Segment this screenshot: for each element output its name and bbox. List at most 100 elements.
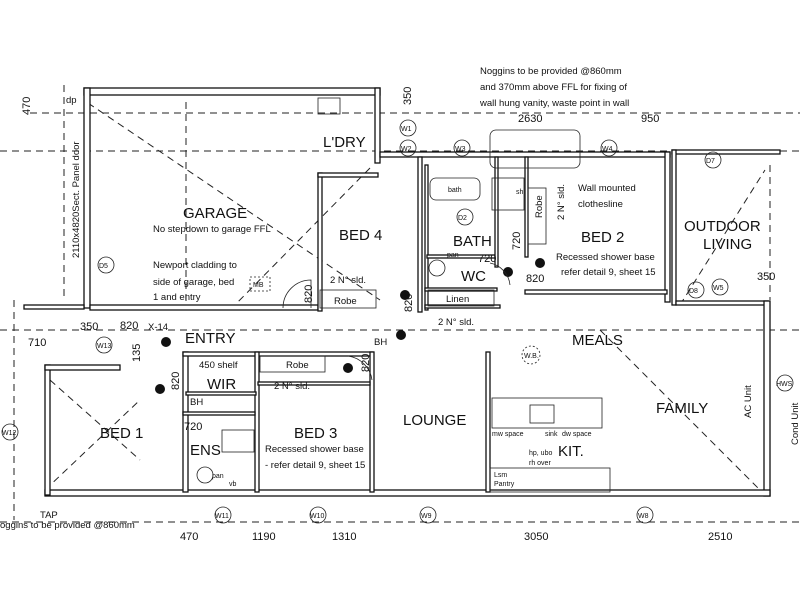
marker-circle: W4 [600, 139, 618, 157]
svg-text:W2: W2 [401, 146, 412, 153]
label-bath: bath [448, 187, 462, 194]
label-bh: BH [374, 337, 387, 348]
label-robe: Robe [334, 296, 357, 307]
dim-door: 820 [170, 372, 182, 390]
note-noggins: Noggins to be provided @860mm [480, 66, 622, 77]
label-mw-space: mw space [492, 431, 524, 438]
label-pantry: Pantry [494, 481, 515, 488]
note-cladding: Newport cladding to [153, 260, 237, 271]
note-cladding: side of garage, bed [153, 277, 234, 288]
marker-circle: W10 [309, 506, 327, 524]
note-cladding: 1 and entry [153, 292, 201, 303]
note-clothesline: clothesline [578, 199, 623, 210]
marker-circle: D2 [456, 208, 474, 226]
marker-circle: D7 [704, 151, 722, 169]
marker-circle: W8 [636, 506, 654, 524]
label-pantry: Lsm [494, 472, 507, 479]
dim-bottom: 1190 [252, 531, 276, 543]
svg-text:W5: W5 [713, 285, 724, 292]
dim-350: 350 [80, 321, 98, 333]
room-label-meals: MEALS [572, 332, 623, 349]
label-shower: sh [516, 189, 524, 196]
note-garage-step: No stepdown to garage FFL [153, 224, 271, 235]
dim-350: 350 [402, 87, 414, 105]
room-label-bed4: BED 4 [339, 227, 382, 244]
dim-bottom: 3050 [524, 531, 548, 543]
svg-text:W13: W13 [97, 343, 112, 350]
label-pan: pan [447, 252, 459, 259]
label-pan: pan [212, 473, 224, 480]
label-sink: sink [545, 431, 558, 438]
dim-135: 135 [131, 344, 143, 362]
label-shelf: 450 shelf [199, 360, 238, 371]
dim-350: 350 [757, 271, 775, 283]
svg-text:W4: W4 [602, 146, 613, 153]
dim-bottom: 1310 [332, 531, 356, 543]
label-sliding-doors: 2 N° sld. [274, 381, 310, 392]
marker-circle: D5 [97, 256, 115, 274]
marker-circle: W5 [711, 278, 729, 296]
markers: W1 W2 W3 W4 D7 D2 D8 W5 D5 W13 W12 W11 W… [1, 119, 794, 524]
marker-circle: W1 [399, 119, 417, 137]
label-vb: vb [229, 481, 237, 488]
marker-circle: D8 [687, 281, 705, 299]
dim-door: 720 [184, 421, 202, 433]
note-noggins-bottom: oggins to be provided @860mm [0, 520, 135, 531]
note-shower-bed3: - refer detail 9, sheet 15 [265, 460, 365, 471]
dim-door: 820 [303, 285, 315, 303]
svg-text:W12: W12 [2, 430, 17, 437]
label-tap: TAP [40, 510, 58, 521]
svg-text:HWS: HWS [776, 381, 793, 388]
dim-bottom: 2510 [708, 531, 732, 543]
label-rangehood: rh over [529, 460, 551, 467]
marker-circle: W11 [214, 506, 232, 524]
room-label-wc: WC [461, 268, 486, 285]
dim-door: 720 [511, 232, 523, 250]
note-clothesline: Wall mounted [578, 183, 636, 194]
room-label-laundry: L'DRY [323, 134, 366, 151]
note-shower-bed2: Recessed shower base [556, 252, 655, 263]
room-label-ens: ENS [190, 442, 221, 459]
room-label-wir: WIR [207, 376, 236, 393]
svg-text:D2: D2 [458, 215, 467, 222]
dim-950: 950 [641, 113, 659, 125]
dim-710: 710 [28, 337, 46, 349]
dim-door: 720 [478, 253, 496, 265]
marker-circle: HWS [776, 374, 794, 392]
room-label-bed1: BED 1 [100, 425, 143, 442]
room-label-bed3: BED 3 [294, 425, 337, 442]
svg-text:D7: D7 [706, 158, 715, 165]
label-sliding-doors: 2 N° sld. [556, 184, 567, 220]
label-water-box: W.B. [524, 353, 539, 360]
setout-lines [0, 85, 800, 523]
marker-circle: W3 [453, 139, 471, 157]
svg-text:W10: W10 [310, 513, 325, 520]
room-label-family: FAMILY [656, 400, 708, 417]
dim-door: 820 [403, 294, 415, 312]
svg-text:W3: W3 [455, 146, 466, 153]
svg-text:D5: D5 [99, 263, 108, 270]
room-label-garage: GARAGE [183, 205, 247, 222]
marker-circle: W9 [419, 506, 437, 524]
label-robe: Robe [534, 195, 545, 218]
label-hotplate: hp, ubo [529, 450, 552, 457]
marker-circle: W12 [1, 423, 19, 441]
svg-text:D8: D8 [689, 288, 698, 295]
room-label-outdoor: OUTDOOR [684, 218, 761, 235]
room-label-bed2: BED 2 [581, 229, 624, 246]
dim-door: 820 [526, 273, 544, 285]
fixtures [155, 97, 611, 493]
note-ac-unit: AC Unit [743, 385, 754, 418]
room-label-living: LIVING [703, 236, 752, 253]
note-cond-unit: Cond Unit [790, 402, 800, 445]
note-shower-bed2: refer detail 9, sheet 15 [561, 267, 656, 278]
label-linen: Linen [446, 294, 469, 305]
label-meter-box: MB [253, 282, 264, 289]
svg-text:W1: W1 [401, 126, 412, 133]
room-label-kitchen: KIT. [558, 443, 584, 460]
marker-circle: W13 [95, 336, 113, 354]
dim-door: 820 [360, 354, 372, 372]
note-noggins: wall hung vanity, waste point in wall [479, 98, 629, 109]
svg-text:W8: W8 [638, 513, 649, 520]
